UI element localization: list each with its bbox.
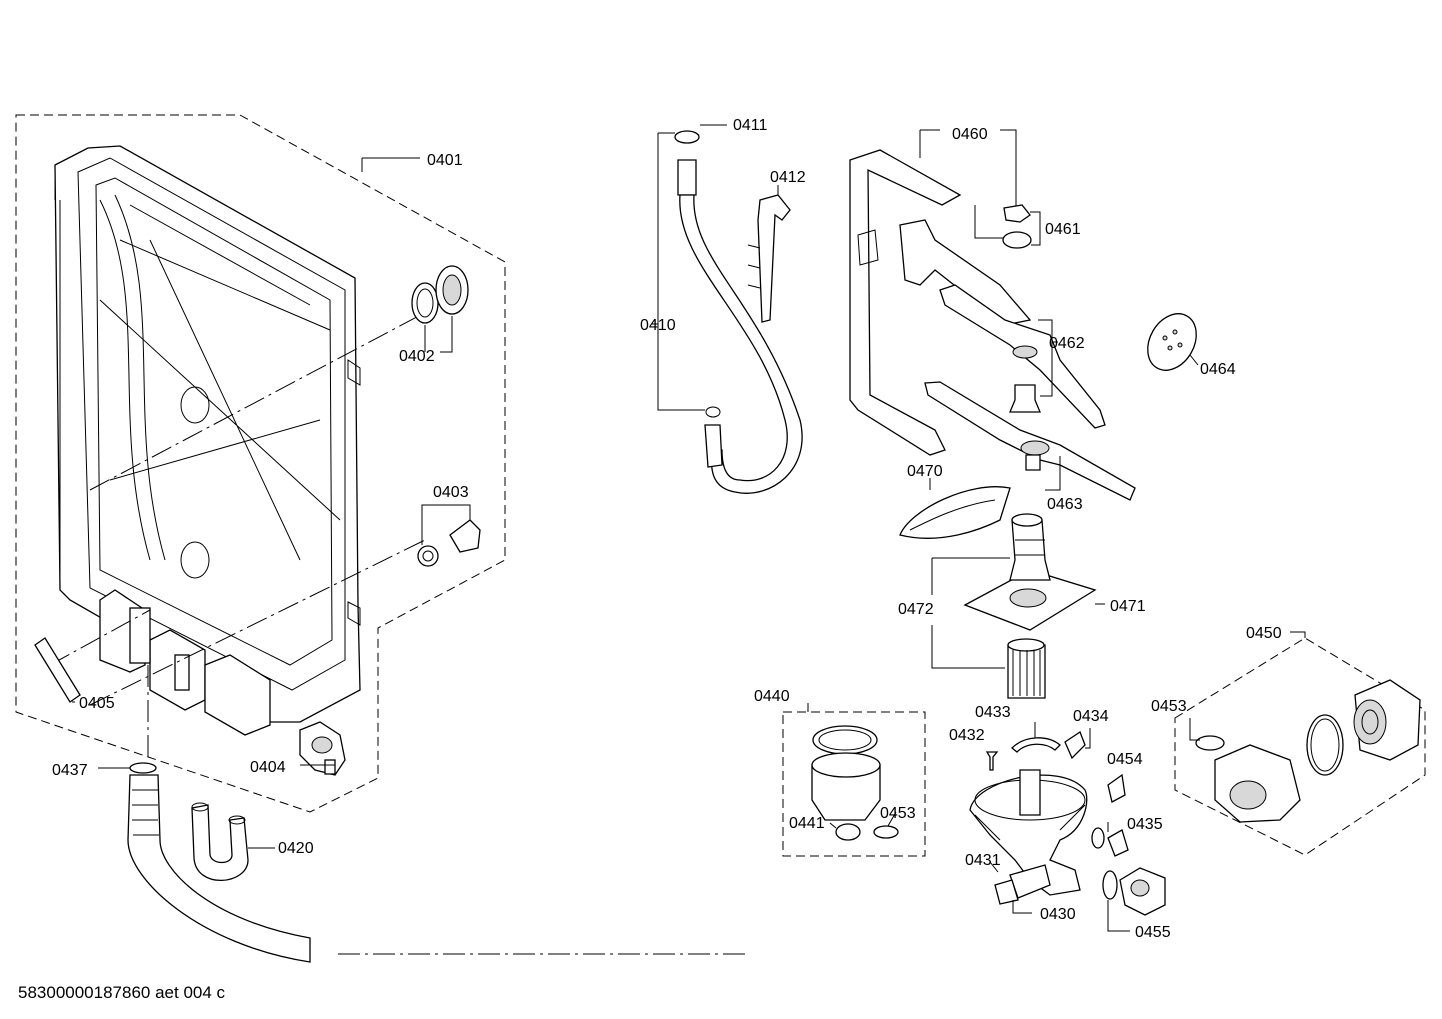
label-0411: 0411: [733, 117, 768, 134]
part-0462-upper-spray-arm: [899, 219, 1106, 429]
part-0437-drain-hose: [98, 665, 311, 963]
part-0471-filter-plate: [963, 513, 1105, 631]
part-0412-bracket: [747, 185, 791, 323]
label-0461: 0461: [1045, 221, 1081, 238]
label-0420: 0420: [278, 840, 314, 857]
part-0404-valve: [299, 721, 346, 776]
part-0472-filter-cylinder: [931, 557, 1046, 699]
part-0420-u-tube: [191, 802, 275, 881]
label-0432: 0432: [949, 727, 985, 744]
label-0430: 0430: [1040, 906, 1076, 923]
label-0401: 0401: [427, 152, 463, 169]
part-0402-seal: [411, 265, 469, 324]
part-0460-spray-tube: [849, 129, 1017, 456]
label-0453-right: 0453: [1151, 698, 1187, 715]
part-0450-group: [1174, 631, 1426, 856]
part-0433-clip: [1011, 722, 1061, 753]
part-0461-nozzle: [974, 204, 1041, 249]
label-0462: 0462: [1049, 335, 1085, 352]
part-0403-connector: [417, 504, 481, 567]
label-0404: 0404: [250, 759, 286, 776]
part-0435-sensor: [1091, 822, 1129, 857]
label-0470: 0470: [907, 463, 943, 480]
label-0440: 0440: [754, 688, 790, 705]
part-0455-motor: [1102, 867, 1166, 932]
label-0455: 0455: [1135, 924, 1171, 941]
label-0463: 0463: [1047, 496, 1083, 513]
label-0435: 0435: [1127, 816, 1163, 833]
label-0431: 0431: [965, 852, 1001, 869]
label-0471: 0471: [1110, 598, 1146, 615]
label-0433: 0433: [975, 704, 1011, 721]
label-0441: 0441: [789, 815, 825, 832]
label-0434: 0434: [1073, 708, 1109, 725]
part-0454-bracket: [1107, 773, 1126, 803]
label-0460: 0460: [952, 126, 988, 143]
label-0453-left: 0453: [880, 805, 916, 822]
label-0454: 0454: [1107, 751, 1143, 768]
label-0437: 0437: [52, 762, 88, 779]
part-0464-filter-disc: [1147, 313, 1199, 371]
part-0470-micro-filter: [899, 478, 1011, 539]
drawing-id: 58300000187860 aet 004 c: [18, 983, 226, 1002]
part-0405-clip: [34, 637, 81, 703]
label-0405: 0405: [79, 695, 115, 712]
tub-assembly-group: [15, 114, 506, 813]
part-0440-group: [782, 703, 926, 857]
part-0432-screw: [985, 751, 999, 771]
part-0410-hose: [652, 124, 803, 494]
part-0463-lower-spray-arm: [924, 381, 1136, 501]
part-0434-latch: [1064, 728, 1091, 760]
label-0472: 0472: [898, 601, 934, 618]
part-0430-sump: [969, 769, 1088, 914]
label-0410: 0410: [640, 317, 676, 334]
label-0403: 0403: [433, 484, 469, 501]
label-0412: 0412: [770, 169, 806, 186]
label-0450: 0450: [1246, 625, 1282, 642]
label-0464: 0464: [1200, 361, 1236, 378]
label-0402: 0402: [399, 348, 435, 365]
tub-assembly-boundary: [15, 114, 506, 813]
